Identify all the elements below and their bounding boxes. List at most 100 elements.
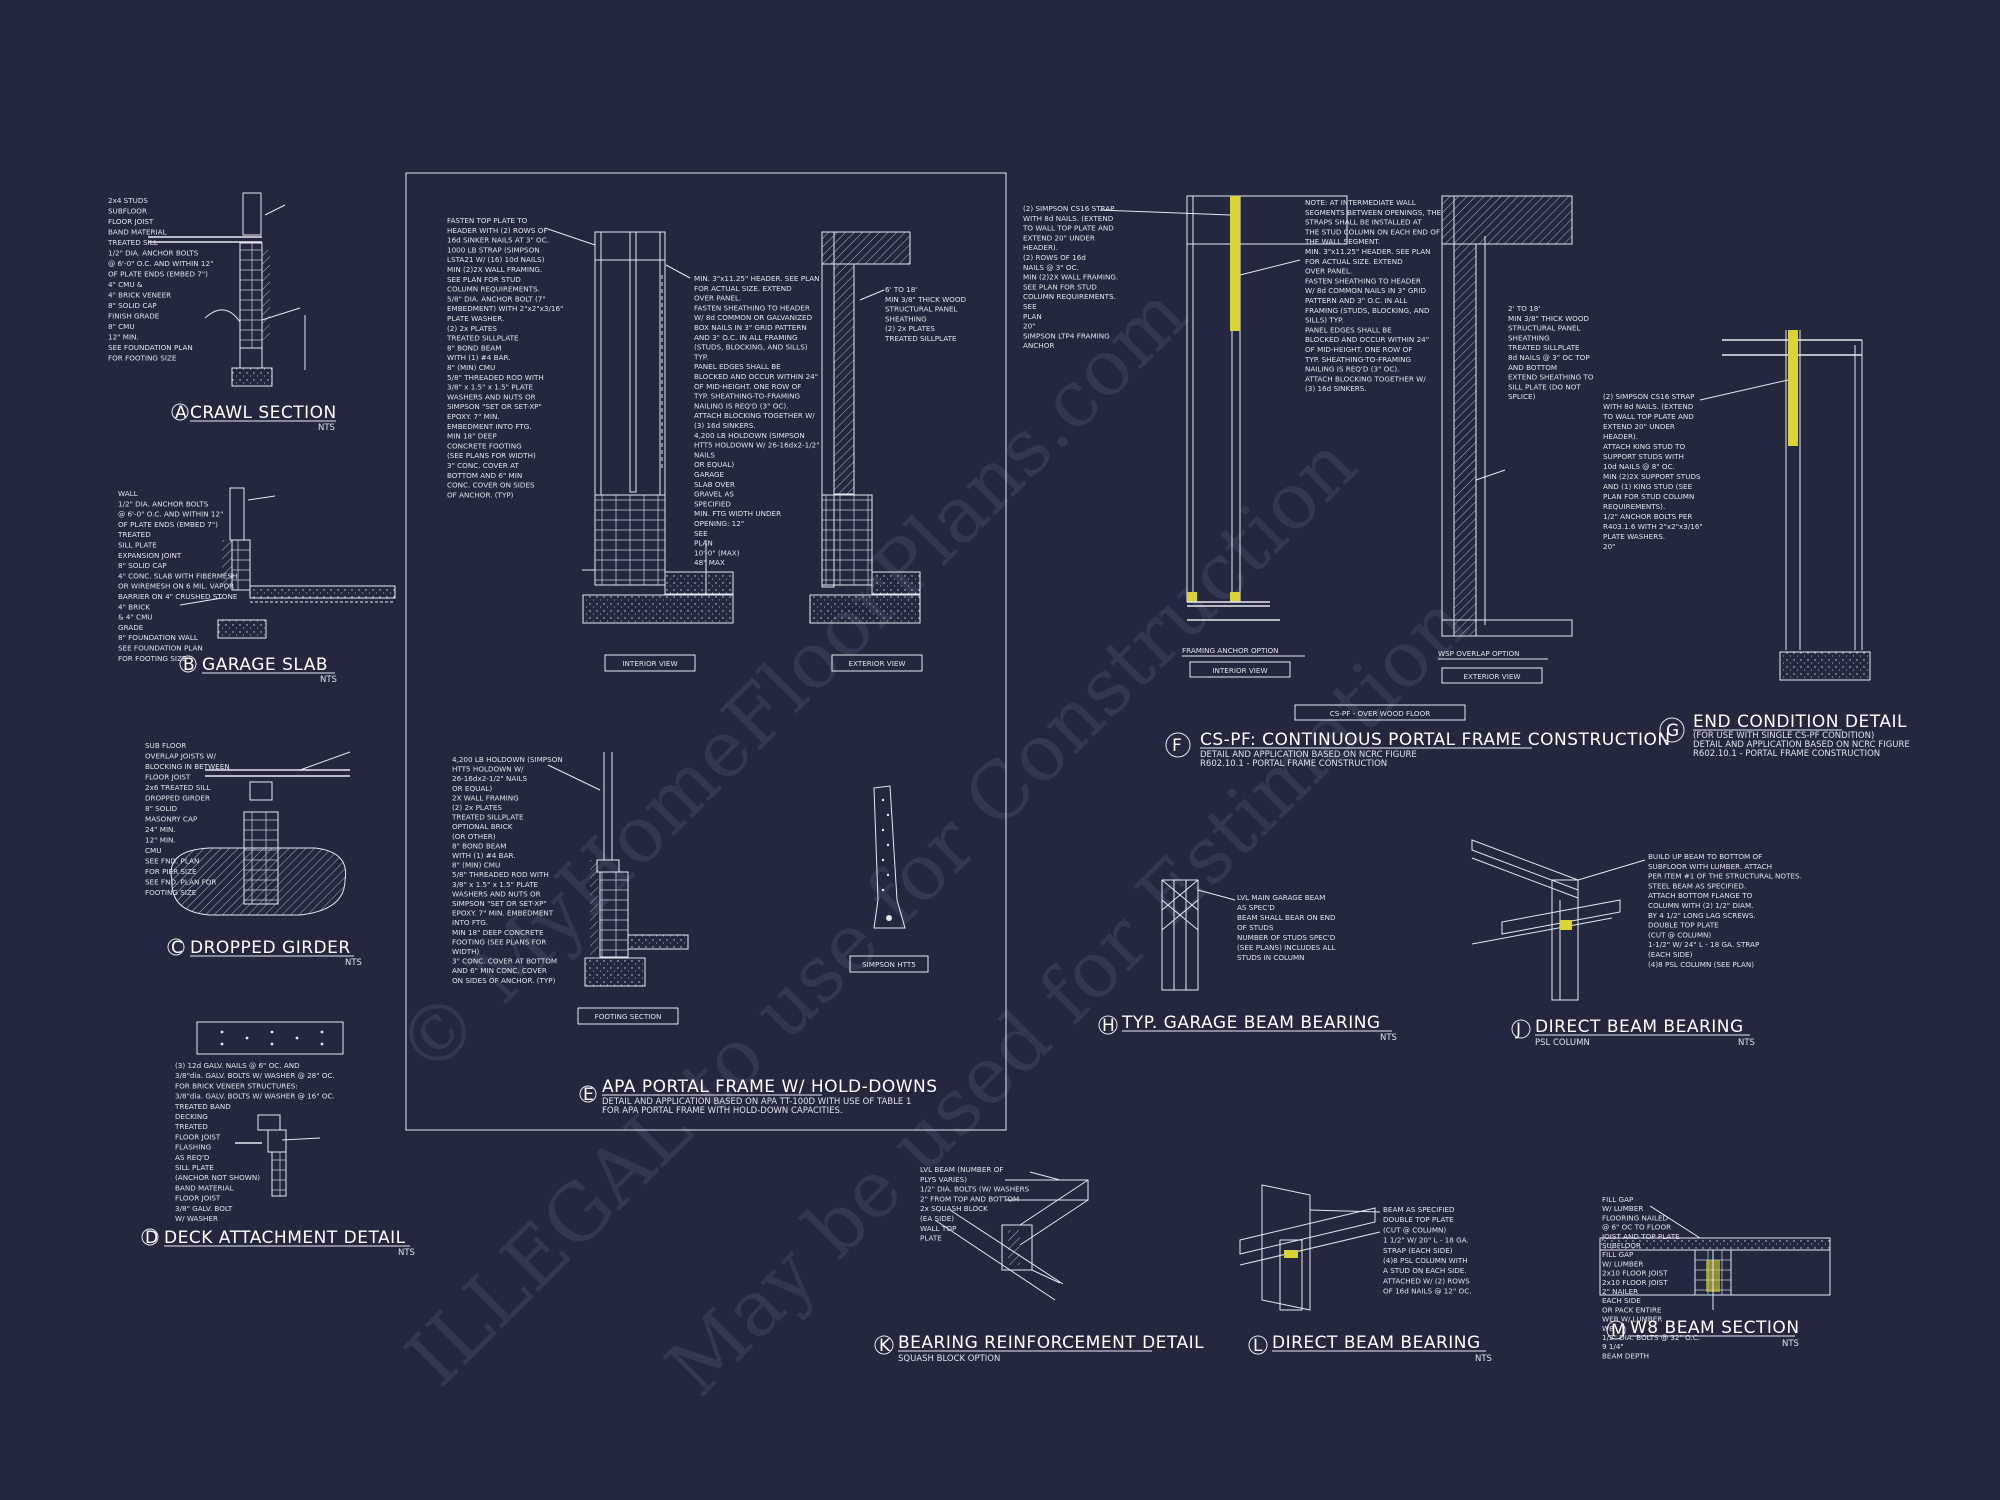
detail-g-title: END CONDITION DETAIL [1693, 712, 1907, 732]
annotation-note: BY 4 1/2" LONG LAG SCREWS. [1648, 911, 1756, 920]
detail-j-scale: NTS [1738, 1038, 1755, 1048]
annotation-note: 8" (MIN) CMU [452, 861, 500, 870]
annotation-note: OF 16d NAILS @ 12" OC. [1383, 1287, 1472, 1296]
annotation-note: TREATED SILL [107, 238, 158, 247]
annotation-note: 2x4 STUDS [108, 196, 148, 205]
annotation-note: ON SIDES OF ANCHOR. (TYP) [452, 976, 556, 985]
annotation-note: SEE FND. PLAN [145, 857, 199, 866]
annotation-note: (2) 2x PLATES [885, 324, 935, 333]
f-interior-view-label [1189, 661, 1291, 678]
annotation-note: BLOCKING IN BETWEEN [145, 762, 230, 771]
annotation-note: HTT5 HOLDOWN W/ [452, 765, 524, 774]
annotation-note: BLOCKED AND OCCUR WITHIN 24" [694, 372, 818, 381]
annotation-note: 3/8"dia. GALV. BOLTS W/ WASHER @ 16" OC. [175, 1092, 335, 1101]
annotation-note: 5/8" THREADED ROD WITH [452, 870, 549, 879]
annotation-note: 10'-0" (MAX) [694, 548, 740, 557]
annotation-note: (ANCHOR NOT SHOWN) [175, 1173, 260, 1182]
detail-l-scale: NTS [1475, 1354, 1492, 1364]
detail-l-direct-beam-bearing: L DIRECT BEAM BEARING NTS BEAM AS SPECIF… [1239, 1184, 1492, 1364]
svg-text:INTERIOR VIEW: INTERIOR VIEW [622, 659, 677, 668]
annotation-note: (EA SIDE) [920, 1214, 954, 1223]
annotation-note: ATTACH BLOCKING TOGETHER W/ [1305, 374, 1426, 383]
annotation-note: PLATE [920, 1234, 942, 1243]
annotation-note: FLOOR JOIST [145, 773, 191, 782]
annotation-note: BEAM SHALL BEAR ON END [1237, 913, 1336, 922]
over-wood-floor-label [1294, 704, 1466, 721]
annotation-note: OF MID-HEIGHT. ONE ROW OF [694, 382, 801, 391]
annotation-note: OR EQUAL) [452, 784, 492, 793]
exterior-view-label [831, 654, 923, 672]
annotation-note: TO WALL TOP PLATE AND [1602, 412, 1694, 421]
annotation-note: 1000 LB STRAP (SIMPSON [447, 245, 540, 254]
annotation-note: WITH (1) #4 BAR. [452, 851, 516, 860]
annotation-note: MASONRY CAP [145, 815, 198, 824]
detail-f-title: CS-PF: CONTINUOUS PORTAL FRAME CONSTRUCT… [1200, 730, 1671, 750]
annotation-note: (2) ROWS OF 16d [1023, 253, 1086, 262]
annotation-note: CONC. COVER ON SIDES [447, 481, 535, 490]
detail-k-sub: SQUASH BLOCK OPTION [898, 1354, 1000, 1364]
detail-e-frame [405, 172, 1007, 1131]
annotation-note: STRUCTURAL PANEL [1508, 324, 1581, 333]
annotation-note: PLAN [694, 539, 713, 548]
detail-l-letter: L [1253, 1336, 1263, 1356]
annotation-note: HTT5 HOLDOWN W/ 26-16dx2-1/2" [694, 441, 820, 450]
detail-e-apa-portal-frame: INTERIOR VIEW EXTERIOR VIEW FOOTING SECT… [446, 216, 966, 1116]
annotation-note: CMU [145, 846, 161, 855]
annotation-note: 8" (MIN) CMU [447, 363, 495, 372]
annotation-note: SUBFLOOR [108, 207, 147, 216]
annotation-note: SILL PLATE (DO NOT [1508, 382, 1581, 391]
detail-h-letter: H [1102, 1016, 1115, 1036]
detail-b-title: GARAGE SLAB [202, 655, 328, 675]
annotation-note: BOX NAILS IN 3" GRID PATTERN [694, 323, 807, 332]
annotation-note: MIN. 3"x11.25" HEADER. SEE PLAN [694, 274, 820, 283]
interior-view-label [604, 654, 696, 672]
annotation-note: 24" MIN. [145, 825, 176, 834]
detail-j-letter: J [1515, 1020, 1522, 1040]
annotation-note: JOIST AND TOP PLATE [1601, 1232, 1680, 1241]
annotation-note: 8" CMU [108, 322, 135, 331]
annotation-note: 8" SOLID CAP [118, 561, 167, 570]
annotation-note: OR WIREMESH ON 6 MIL. VAPOR [118, 582, 234, 591]
annotation-note: WITH 8d NAILS. (EXTEND [1603, 402, 1694, 411]
detail-e-letter: E [583, 1085, 594, 1105]
detail-j-direct-beam-bearing: J DIRECT BEAM BEARING PSL COLUMN NTS BUI… [1471, 839, 1802, 1048]
annotation-note: (STUDS, BLOCKING, AND SILLS) [694, 343, 808, 352]
annotation-note: WITH 8d NAILS. (EXTEND [1023, 214, 1114, 223]
slab [249, 585, 396, 599]
detail-e-desc1: DETAIL AND APPLICATION BASED ON APA TT-1… [602, 1097, 911, 1107]
annotation-note: WALL [118, 489, 138, 498]
annotation-note: (2) SIMPSON CS16 STRAP [1023, 204, 1115, 213]
f-exterior-view-label [1441, 667, 1543, 684]
annotation-note: (SEE PLANS) INCLUDES ALL [1237, 943, 1335, 952]
annotation-note: 4,200 LB HOLDOWN (SIMPSON [452, 755, 563, 764]
annotation-note: 4" CONC. SLAB WITH FIBERMESH [118, 571, 237, 580]
annotation-note: (4)8 PSL COLUMN WITH [1383, 1256, 1468, 1265]
annotation-note: @ 6'-0" O.C. AND WITHIN 12" [118, 510, 223, 519]
detail-h-garage-beam-bearing: H TYP. GARAGE BEAM BEARING NTS LVL MAIN … [1098, 879, 1397, 1043]
annotation-note: TREATED SILLPLATE [446, 334, 519, 343]
annotation-note: (3) 16d SINKERS. [694, 421, 756, 430]
annotation-note: FLOOR JOIST [108, 217, 154, 226]
annotation-note: 3/8" GALV. BOLT [175, 1204, 233, 1213]
annotation-note: 10d NAILS @ 8" OC. [1603, 462, 1675, 471]
annotation-note: EXTEND 20" UNDER [1603, 422, 1675, 431]
leader-line [859, 289, 885, 301]
annotation-note: 20" [1603, 542, 1615, 551]
annotation-note: OF STUDS [1237, 923, 1274, 932]
annotation-note: 2x10 FLOOR JOIST [1602, 1278, 1668, 1287]
annotation-note: 6' TO 18' [885, 285, 917, 294]
annotation-note: GRAVEL AS [694, 490, 734, 499]
annotation-note: MIN 3/8" THICK WOOD [885, 295, 966, 304]
annotation-note: SUBFLOOR [1602, 1241, 1641, 1250]
annotation-note: EXTEND SHEATHING TO [1508, 373, 1594, 382]
annotation-note: (3) 16d SINKERS. [1305, 384, 1367, 393]
annotation-note: FILL GAP [1602, 1195, 1634, 1204]
annotation-note: (OR OTHER) [452, 832, 496, 841]
exterior-sheathing [833, 263, 855, 495]
annotation-note: BUILD UP BEAM TO BOTTOM OF [1648, 852, 1762, 861]
detail-j-title: DIRECT BEAM BEARING [1535, 1017, 1744, 1037]
wsp-sheathing [1453, 243, 1477, 637]
annotation-note: 1/2" DIA. BOLTS (W/ WASHERS [920, 1185, 1030, 1194]
svg-text:SIMPSON HTT5: SIMPSON HTT5 [862, 960, 916, 969]
annotation-note: GARAGE [694, 470, 725, 479]
